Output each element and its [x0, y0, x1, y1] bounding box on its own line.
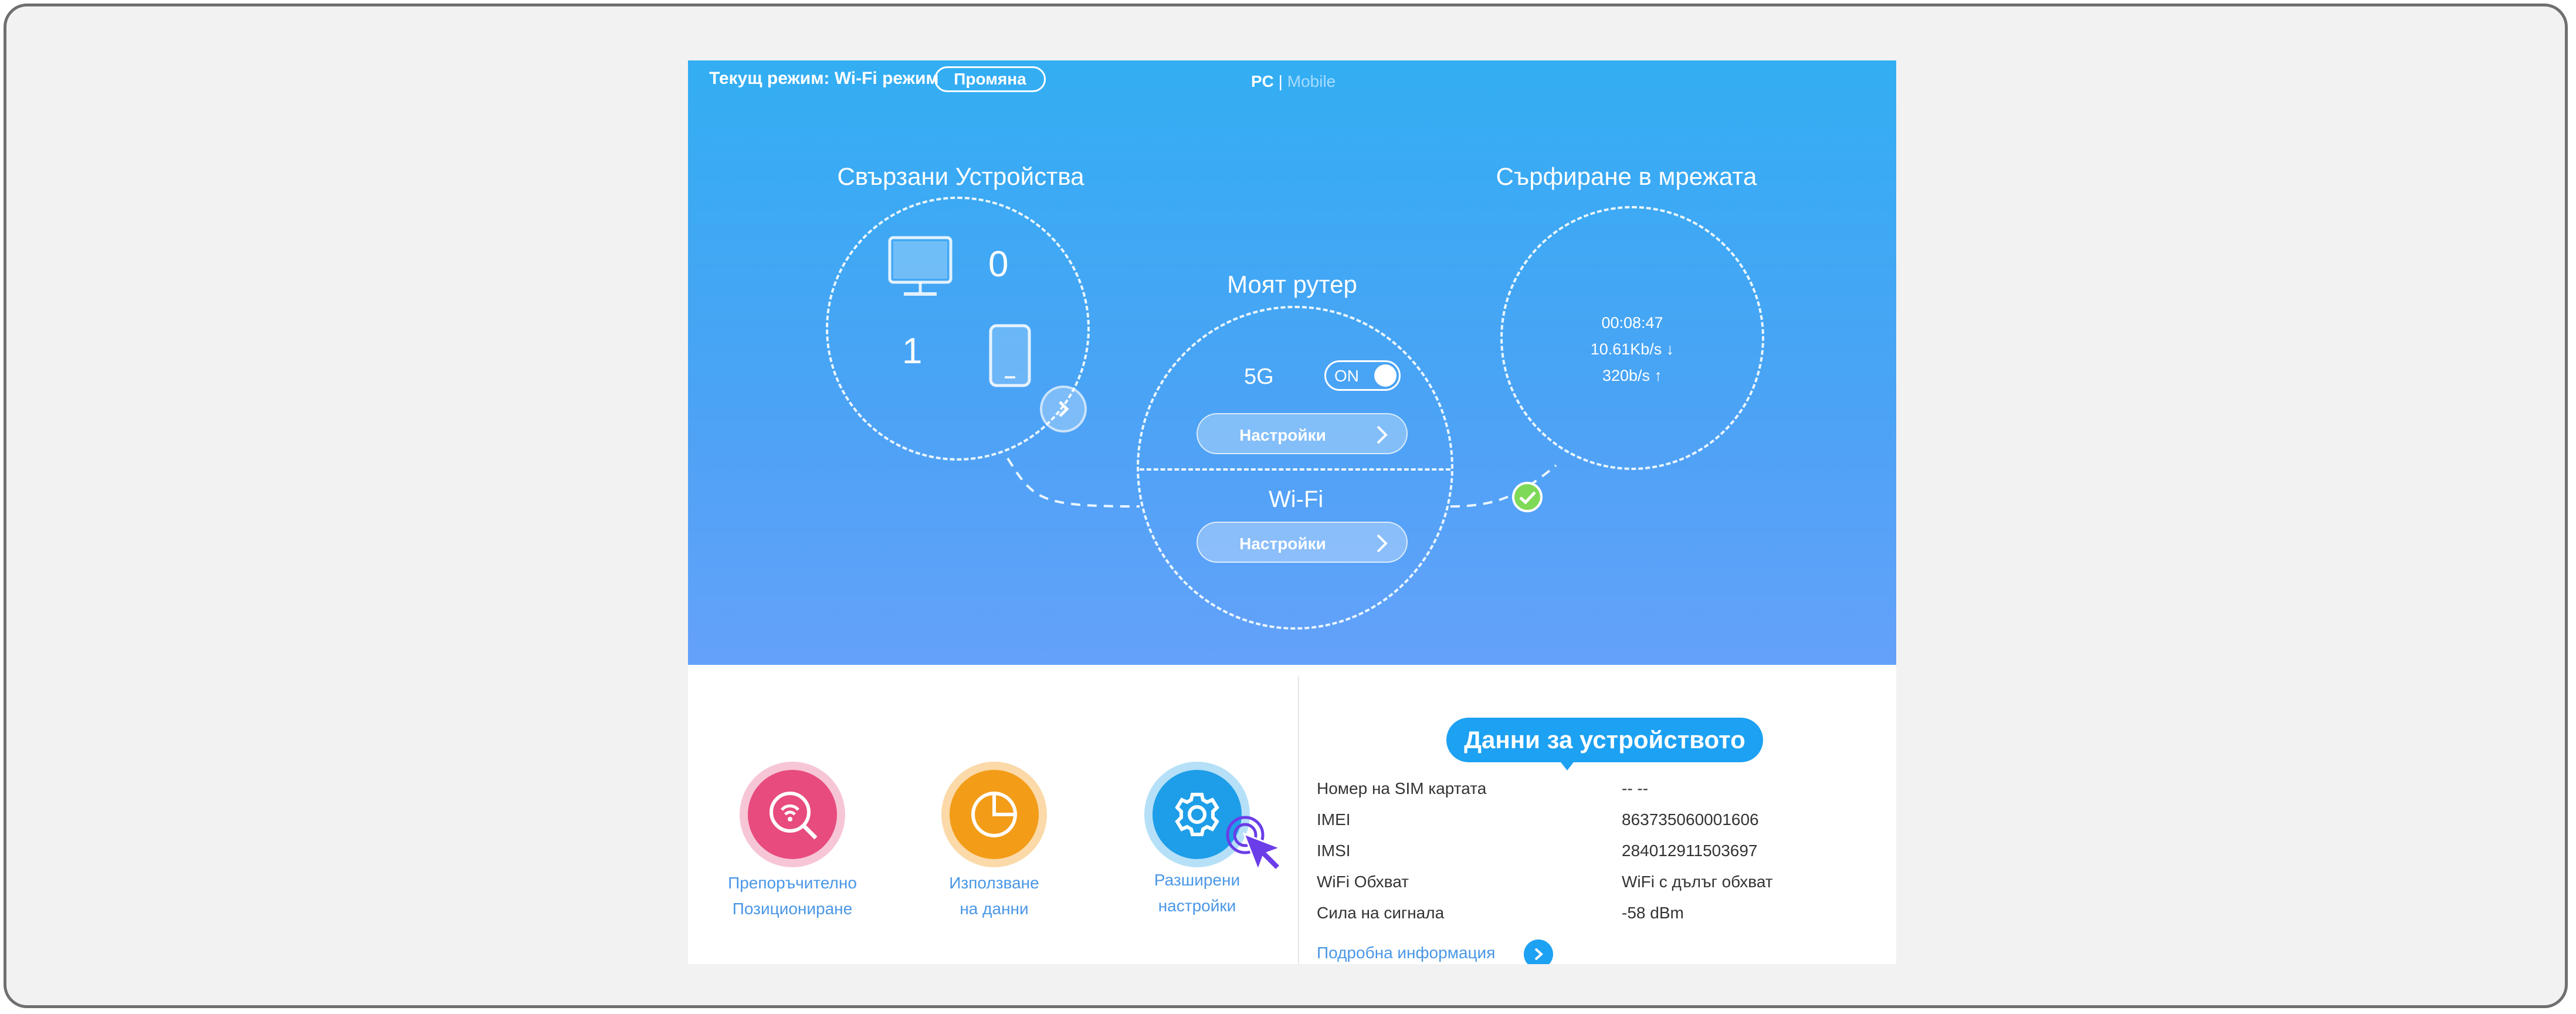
connected-check-icon	[1512, 482, 1543, 512]
feature-label-line2: Позициониране	[732, 900, 853, 918]
recommended-positioning-button[interactable]	[740, 762, 845, 867]
info-key: WiFi Обхват	[1317, 873, 1409, 891]
pie-chart-icon	[971, 792, 1017, 837]
gear-icon	[1175, 793, 1219, 836]
screenshot-frame: Текущ режим: Wi-Fi режим Промяна PC | Mo…	[4, 4, 2568, 1008]
device-info-title-pointer	[1559, 760, 1575, 770]
computers-count: 0	[988, 244, 1009, 285]
browsing-ring	[1500, 206, 1764, 470]
feature-label-line1: Използване	[949, 874, 1039, 892]
data-usage-button[interactable]	[941, 762, 1047, 867]
feature-label-line1: Препоръчително	[728, 874, 857, 892]
info-key: Сила на сигнала	[1317, 904, 1445, 922]
wifi-settings-button[interactable]: Настройки	[1197, 522, 1408, 563]
recommended-positioning-label[interactable]: Препоръчително Позициониране	[704, 870, 880, 922]
chevron-right-icon	[1534, 948, 1543, 961]
chevron-right-icon	[1377, 534, 1388, 553]
info-value: -- --	[1622, 779, 1649, 797]
wifi-settings-label: Настройки	[1239, 535, 1326, 553]
advanced-settings-label[interactable]: Разширени настройки	[1109, 867, 1285, 919]
toggle-knob	[1374, 364, 1397, 387]
pc-view-link[interactable]: PC	[1251, 72, 1274, 90]
detailed-info-link[interactable]: Подробна информация	[1317, 944, 1496, 962]
mobile-view-link[interactable]: Mobile	[1287, 72, 1336, 90]
change-mode-button[interactable]: Промяна	[934, 66, 1046, 92]
5g-toggle[interactable]: ON	[1324, 360, 1401, 391]
device-info-title: Данни за устройството	[1446, 718, 1763, 762]
connected-devices-title: Свързани Устройства	[837, 163, 1084, 190]
info-key: IMEI	[1317, 810, 1351, 829]
toggle-state-label: ON	[1334, 367, 1359, 385]
feature-label-line1: Разширени	[1154, 871, 1240, 889]
5g-settings-button[interactable]: Настройки	[1197, 413, 1408, 454]
feature-label-line2: настройки	[1158, 897, 1236, 915]
upload-speed: 320b/s ↑	[1602, 367, 1663, 384]
info-value: 863735060001606	[1622, 810, 1759, 829]
detailed-info-button[interactable]	[1524, 939, 1553, 964]
feature-label-line2: на данни	[960, 900, 1029, 918]
info-key: IMSI	[1317, 841, 1351, 860]
connection-time: 00:08:47	[1601, 314, 1663, 332]
browsing-title: Сърфиране в мрежата	[1496, 163, 1757, 190]
band-5g-label: 5G	[1244, 364, 1274, 389]
wifi-label: Wi-Fi	[1269, 486, 1324, 512]
view-separator: |	[1273, 72, 1287, 90]
router-ring	[1137, 306, 1453, 630]
hero-section: Текущ режим: Wi-Fi режим Промяна PC | Mo…	[688, 60, 1896, 665]
computer-icon	[888, 236, 953, 296]
current-mode-text: Текущ режим: Wi-Fi режим	[709, 69, 939, 88]
connection-lines	[1006, 457, 1557, 508]
router-dashboard: Текущ режим: Wi-Fi режим Промяна PC | Mo…	[688, 60, 1896, 964]
info-value: 284012911503697	[1622, 841, 1758, 860]
data-usage-label[interactable]: Използване на данни	[906, 870, 1082, 922]
section-divider	[1298, 677, 1299, 964]
phone-icon	[989, 324, 1031, 387]
connected-devices-ring	[826, 197, 1090, 461]
location-search-icon	[770, 792, 818, 840]
advanced-settings-button[interactable]	[1144, 762, 1250, 867]
info-value: -58 dBm	[1622, 904, 1684, 922]
mobile-devices-count: 1	[902, 331, 923, 371]
my-router-title: Моят рутер	[1227, 271, 1357, 298]
router-divider	[1140, 468, 1450, 471]
devices-details-button[interactable]	[1040, 386, 1087, 432]
chevron-right-icon	[1059, 401, 1069, 417]
view-switch: PC | Mobile	[1251, 72, 1336, 91]
info-key: Номер на SIM картата	[1317, 779, 1487, 797]
click-cursor-icon	[1226, 816, 1283, 873]
5g-settings-label: Настройки	[1239, 426, 1326, 444]
info-value: WiFi с дълъг обхват	[1622, 873, 1773, 891]
chevron-right-icon	[1377, 425, 1388, 444]
download-speed: 10.61Kb/s ↓	[1590, 340, 1675, 358]
